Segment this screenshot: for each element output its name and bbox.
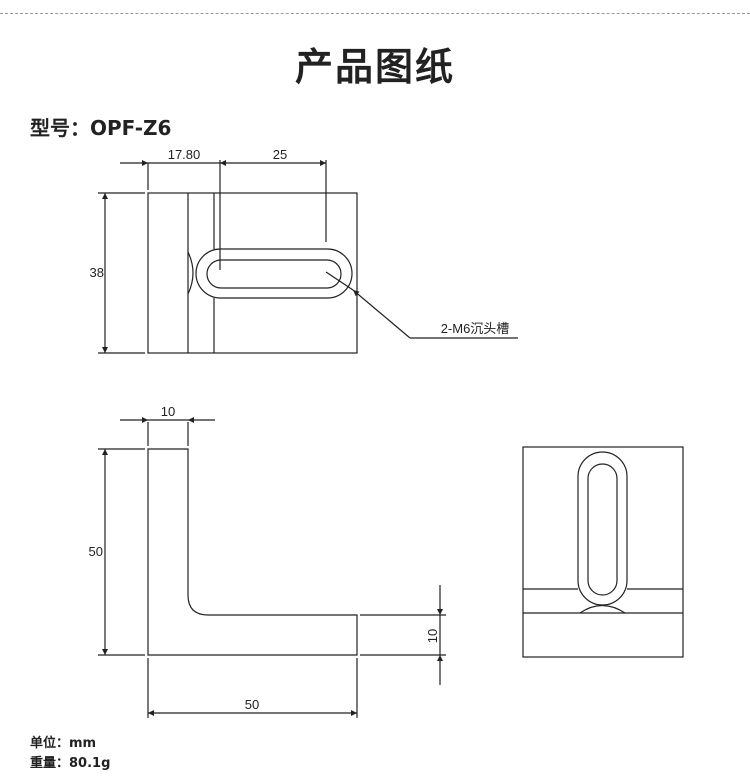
dim-slot-length: 25	[273, 147, 287, 162]
unit-label: 单位：mm	[30, 736, 97, 751]
front-view	[522, 446, 684, 658]
page-title: 产品图纸	[294, 45, 455, 89]
weight-label: 重量：80.1g	[30, 756, 111, 771]
dim-offset: 17.80	[168, 147, 201, 162]
top-view	[98, 160, 518, 354]
side-view	[98, 417, 446, 718]
dim-thickness-base: 10	[425, 629, 440, 643]
slot-callout: 2-M6沉头槽	[441, 321, 510, 336]
model-value: OPF-Z6	[90, 116, 172, 140]
dim-thickness-top: 10	[161, 404, 175, 419]
model-label: 型号：OPF-Z6	[30, 112, 171, 141]
dim-height-38: 38	[90, 265, 104, 280]
dim-width-50: 50	[245, 697, 259, 712]
model-prefix: 型号：	[30, 116, 90, 140]
top-divider	[0, 13, 750, 14]
dim-height-50: 50	[89, 544, 103, 559]
